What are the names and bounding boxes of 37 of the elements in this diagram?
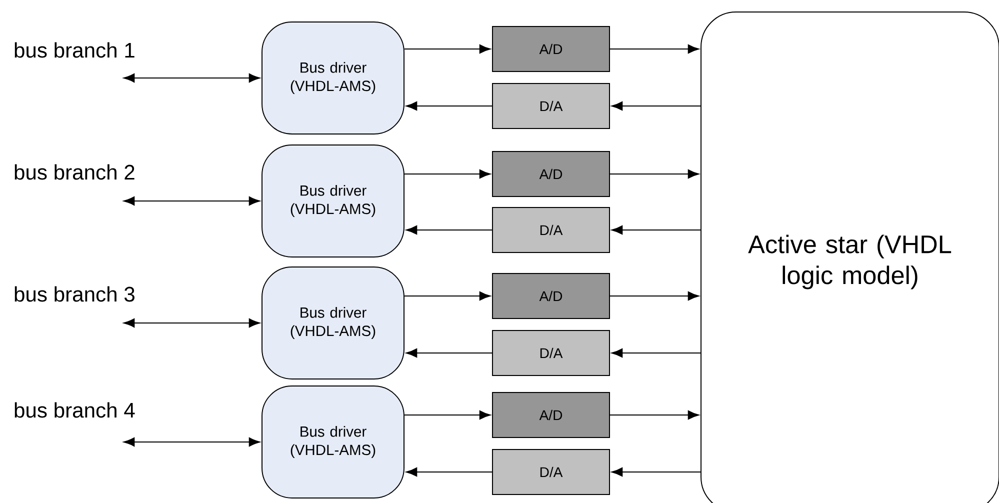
converter-box: D/A [492, 449, 610, 495]
driver-box: Bus driver (VHDL-AMS) [262, 266, 404, 380]
arrow [611, 101, 702, 111]
converter-box: A/D [492, 392, 610, 438]
driver-box: Bus driver (VHDL-AMS) [262, 22, 404, 134]
arrow [404, 44, 491, 54]
arrow [406, 348, 492, 358]
converter-box: A/D [492, 151, 610, 197]
arrow [611, 225, 702, 235]
branch-label: bus branch 3 [14, 286, 134, 302]
star-box: Active star (VHDL logic model) [700, 12, 999, 503]
arrow [123, 318, 260, 328]
arrow [404, 169, 491, 179]
arrow [123, 73, 260, 83]
branch-label: bus branch 4 [14, 402, 135, 418]
converter-box: A/D [492, 26, 610, 72]
arrow [406, 101, 492, 111]
arrow [611, 348, 702, 358]
arrow [123, 437, 260, 447]
arrow [610, 44, 700, 54]
arrow [406, 225, 492, 235]
arrow [611, 467, 702, 477]
branch-label: bus branch 2 [14, 164, 134, 180]
driver-box: Bus driver (VHDL-AMS) [262, 386, 404, 498]
converter-box: D/A [492, 83, 610, 129]
arrow [404, 410, 491, 420]
converter-box: D/A [492, 207, 610, 253]
arrow [610, 291, 700, 301]
converter-box: A/D [492, 273, 610, 319]
arrow [610, 410, 700, 420]
arrow [406, 467, 492, 477]
driver-box: Bus driver (VHDL-AMS) [262, 144, 404, 258]
arrow [610, 169, 700, 179]
branch-label: bus branch 1 [14, 42, 134, 58]
converter-box: D/A [492, 330, 610, 376]
arrow [123, 196, 260, 206]
arrow [404, 291, 491, 301]
